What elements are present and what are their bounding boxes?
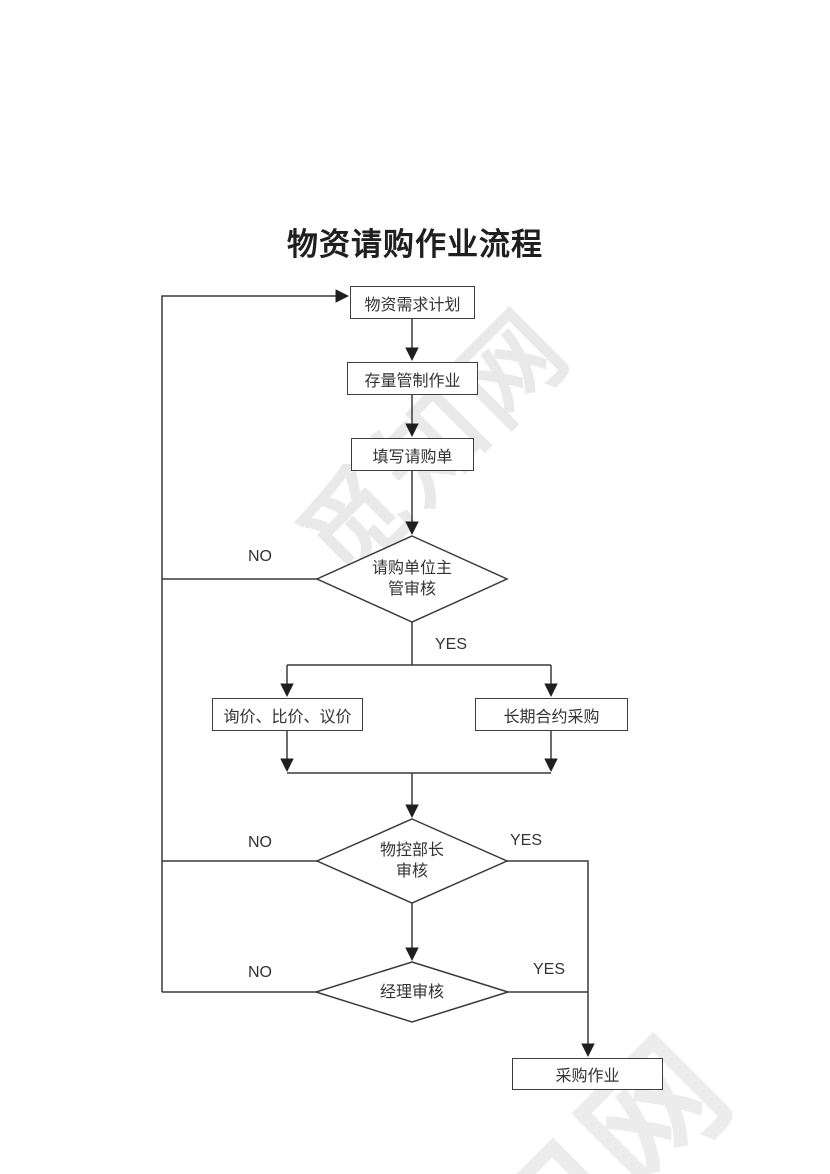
edge-label-material-no: NO bbox=[248, 834, 272, 851]
node-label: 填写请购单 bbox=[372, 448, 453, 466]
diamond-label-unit-review: 请购单位主管审核 bbox=[371, 560, 452, 598]
diamond-manager-review bbox=[316, 962, 508, 1022]
node-label: 采购作业 bbox=[555, 1068, 620, 1085]
node-fill-requisition: 填写请购单 bbox=[351, 438, 474, 471]
node-material-demand-plan: 物资需求计划 bbox=[350, 286, 475, 319]
diamond-label-manager-review: 经理审核 bbox=[379, 984, 444, 1001]
node-label: 存量管制作业 bbox=[364, 372, 461, 390]
diamond-material-review bbox=[317, 819, 507, 903]
node-label: 长期合约采购 bbox=[503, 708, 600, 726]
node-inquiry-compare-negotiate: 询价、比价、议价 bbox=[212, 698, 363, 731]
edge-materialreview-yes bbox=[507, 861, 588, 992]
node-label: 询价、比价、议价 bbox=[223, 708, 352, 726]
edge-label-unit-yes: YES bbox=[435, 636, 468, 653]
edge-label-unit-no: NO bbox=[248, 548, 272, 565]
edge-label-manager-no: NO bbox=[248, 964, 272, 981]
node-label: 物资需求计划 bbox=[364, 296, 461, 314]
diamond-unit-review bbox=[317, 536, 507, 622]
page-title: 物资请购作业流程 bbox=[287, 226, 543, 262]
edge-label-manager-yes: YES bbox=[533, 961, 566, 978]
edge-feedback-loop bbox=[162, 289, 350, 992]
node-inventory-control: 存量管制作业 bbox=[347, 362, 478, 395]
edge-label-material-yes: YES bbox=[510, 832, 543, 849]
node-longterm-contract: 长期合约采购 bbox=[475, 698, 628, 731]
node-purchase-operation: 采购作业 bbox=[512, 1058, 663, 1090]
diamond-label-material-review: 物控部长审核 bbox=[379, 842, 444, 880]
